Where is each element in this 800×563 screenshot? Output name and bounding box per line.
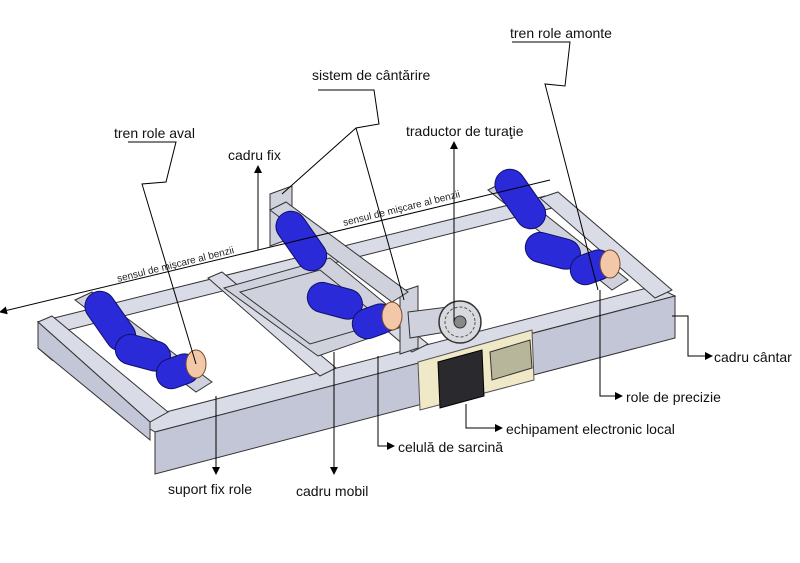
- leader-sistem-cantarire: [281, 89, 380, 195]
- roller-weigh-left: [275, 210, 328, 272]
- electronic-equipment: [417, 329, 535, 411]
- label-sistem-cantarire: sistem de cântărire: [312, 67, 430, 83]
- roller-amonte-left: [494, 168, 547, 230]
- leader-tren-role-aval: [128, 141, 197, 365]
- leader-lines: [128, 41, 713, 475]
- roller-amonte-cap: [599, 249, 621, 279]
- leader-tren-role-amonte: [512, 41, 599, 291]
- leader-echipament: [465, 404, 503, 432]
- label-tren-role-amonte: tren role amonte: [510, 25, 612, 41]
- label-echipament-electronic: echipament electronic local: [506, 421, 675, 437]
- leader-cadru-cantar: [672, 315, 713, 360]
- label-celula-sarcina: celulă de sarcină: [398, 439, 503, 455]
- left-crossbeam-side: [37, 320, 151, 442]
- label-traductor-turatie: traductor de turaţie: [406, 123, 524, 139]
- leader-celula-sarcina: [377, 356, 395, 450]
- label-cadru-cantar: cadru cântar: [714, 349, 792, 365]
- label-cadru-mobil: cadru mobil: [296, 483, 368, 499]
- roller-station-aval: [74, 290, 213, 393]
- leader-sistem-cantarire-2: [355, 127, 405, 301]
- equipment-display: [489, 339, 533, 381]
- speed-transducer: [407, 300, 482, 344]
- roller-station-weighing: [269, 201, 409, 340]
- label-tren-role-aval: tren role aval: [114, 125, 195, 141]
- transducer-hub: [453, 315, 467, 329]
- roller-weigh-cap: [381, 301, 403, 331]
- labels: tren role amonte sistem de cântărire tra…: [114, 25, 792, 499]
- roller-weigh-middle: [306, 281, 363, 320]
- label-role-precizie: role de precizie: [626, 389, 721, 405]
- leader-role-precizie: [599, 290, 623, 400]
- belt-direction-arrow: [0, 179, 551, 315]
- label-cadru-fix: cadru fix: [228, 147, 281, 163]
- transducer-wheel-rim: [444, 306, 476, 338]
- label-suport-fix-role: suport fix role: [168, 481, 252, 497]
- equipment-box: [437, 349, 485, 409]
- roller-station-amonte: [487, 168, 629, 291]
